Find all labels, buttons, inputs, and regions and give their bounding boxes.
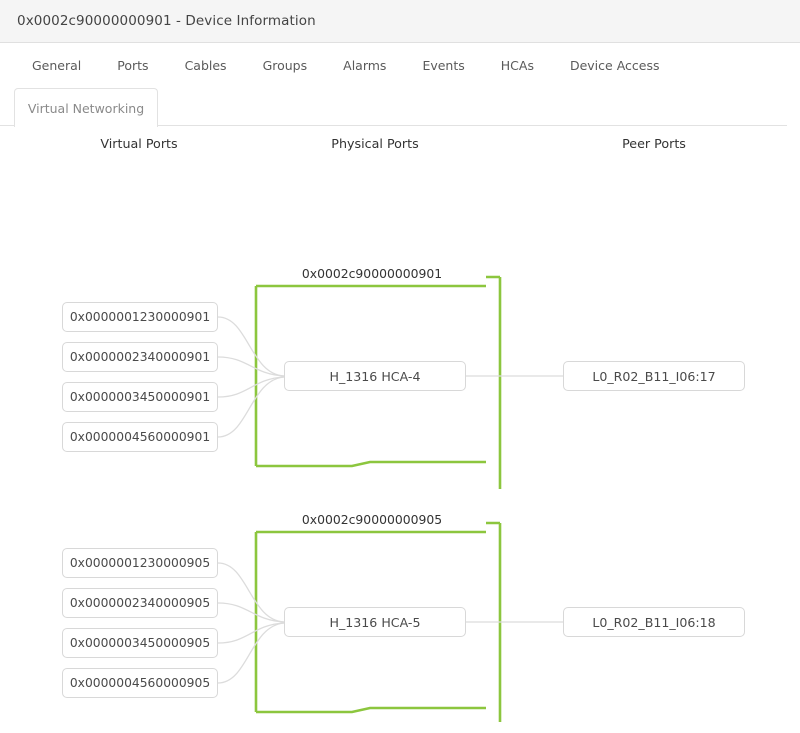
physical-port-node[interactable]: H_1316 HCA-4 [284, 361, 466, 391]
group-title-2: 0x0002c90000000905 [301, 512, 443, 527]
tab-device-access[interactable]: Device Access [569, 58, 660, 73]
diagram-edges-layer [217, 275, 563, 722]
tab-underline [0, 125, 787, 126]
virtual-port-node[interactable]: 0x0000003450000901 [62, 382, 218, 412]
virtual-port-node[interactable]: 0x0000004560000905 [62, 668, 218, 698]
tab-alarms[interactable]: Alarms [343, 58, 387, 73]
column-headings: Virtual Ports Physical Ports Peer Ports [0, 126, 800, 160]
tab-ports[interactable]: Ports [117, 58, 149, 73]
virtual-port-node[interactable]: 0x0000001230000901 [62, 302, 218, 332]
physical-port-node[interactable]: H_1316 HCA-5 [284, 607, 466, 637]
tab-general[interactable]: General [32, 58, 82, 73]
column-heading-virtual-ports: Virtual Ports [100, 136, 178, 151]
column-heading-peer-ports: Peer Ports [622, 136, 686, 151]
group-container-1 [254, 275, 502, 489]
tab-cables[interactable]: Cables [184, 58, 227, 73]
edges-group-1 [217, 316, 285, 438]
tab-bar: General Ports Cables Groups Alarms Event… [0, 43, 800, 88]
tab-hcas[interactable]: HCAs [500, 58, 534, 73]
tab-events[interactable]: Events [422, 58, 465, 73]
virtual-networking-diagram: 0x0002c90000000901 0x0000001230000901 0x… [0, 160, 800, 722]
virtual-port-node[interactable]: 0x0000003450000905 [62, 628, 218, 658]
virtual-port-node[interactable]: 0x0000004560000901 [62, 422, 218, 452]
window-header: 0x0002c90000000901 - Device Information [0, 0, 800, 43]
window-title: 0x0002c90000000901 - Device Information [17, 13, 316, 29]
tab-virtual-networking[interactable]: Virtual Networking [14, 88, 158, 127]
edges-group-2 [217, 562, 285, 684]
peer-port-node[interactable]: L0_R02_B11_I06:17 [563, 361, 745, 391]
virtual-port-node[interactable]: 0x0000002340000905 [62, 588, 218, 618]
virtual-port-node[interactable]: 0x0000001230000905 [62, 548, 218, 578]
virtual-port-node[interactable]: 0x0000002340000901 [62, 342, 218, 372]
column-heading-physical-ports: Physical Ports [331, 136, 419, 151]
tab-groups[interactable]: Groups [262, 58, 308, 73]
peer-port-node[interactable]: L0_R02_B11_I06:18 [563, 607, 745, 637]
group-title-1: 0x0002c90000000901 [301, 266, 443, 281]
subtab-row: Virtual Networking [0, 88, 800, 127]
